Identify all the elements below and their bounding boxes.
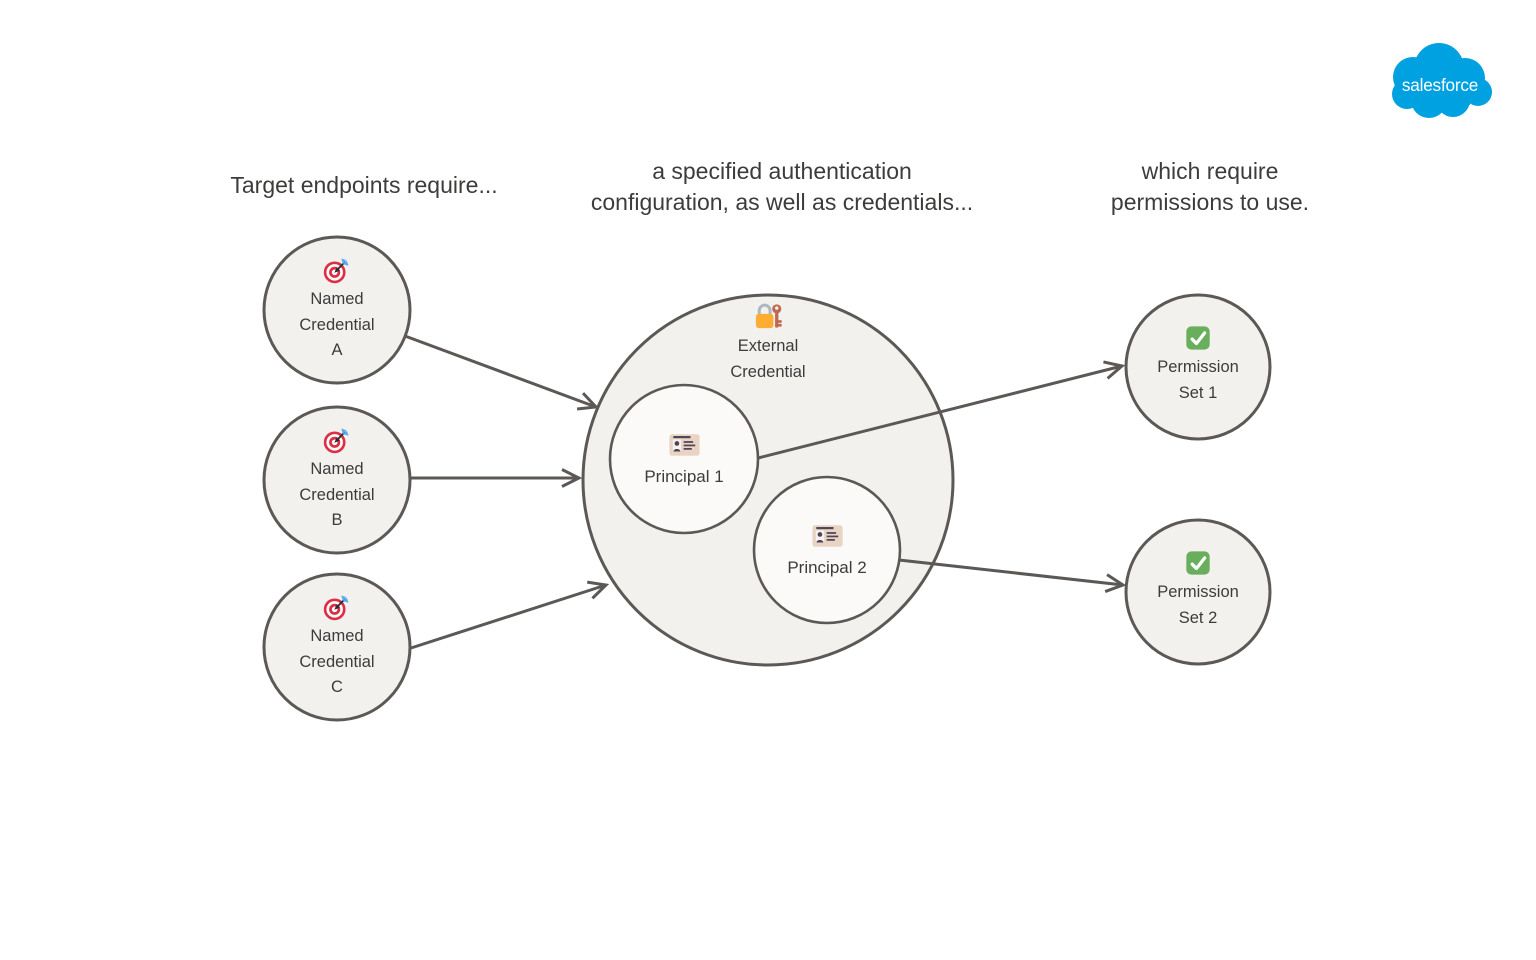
id-card-icon <box>669 432 700 458</box>
node-principal-1: Principal 1 <box>609 432 759 490</box>
permission-set-1-circle <box>1124 293 1272 441</box>
principal-1-circle <box>608 383 760 535</box>
header-target-endpoints: Target endpoints require... <box>230 172 498 198</box>
node-label: Permission Set 2 <box>1157 583 1239 627</box>
arrow-principal-2-to-permission-set-2 <box>898 558 1123 585</box>
node-permission-set-1: Permission Set 1 <box>1123 324 1273 406</box>
salesforce-logo: salesforce <box>1388 37 1492 128</box>
named-credential-a-circle <box>262 235 412 385</box>
node-named-credential-b: Named Credential B <box>262 426 412 534</box>
node-label: Principal 2 <box>787 558 867 577</box>
node-label: Named Credential B <box>299 460 375 529</box>
node-named-credential-c: Named Credential C <box>262 593 412 701</box>
salesforce-logo-text: salesforce <box>1402 75 1478 95</box>
id-card-icon <box>812 523 843 549</box>
arrow-named-credential-a-to-external-credential <box>404 334 596 407</box>
header-permissions: which require permissions to use. <box>1110 158 1310 215</box>
target-icon <box>323 426 351 454</box>
node-named-credential-a: Named Credential A <box>262 256 412 364</box>
named-credential-b-circle <box>262 405 412 555</box>
node-label: Principal 1 <box>644 467 724 486</box>
node-label: External Credential <box>730 337 806 381</box>
node-label: Permission Set 1 <box>1157 358 1239 402</box>
named-credential-c-circle <box>262 572 412 722</box>
node-principal-2: Principal 2 <box>752 523 902 581</box>
arrow-named-credential-c-to-external-credential <box>410 585 606 650</box>
node-external-credential: External Credential <box>693 301 843 385</box>
arrow-principal-1-to-permission-set-1 <box>757 366 1122 460</box>
header-auth-configuration: a specified authentication configuration… <box>590 158 974 215</box>
node-label: Named Credential C <box>299 627 375 696</box>
target-icon <box>323 593 351 621</box>
target-icon <box>323 256 351 284</box>
node-label: Named Credential A <box>299 290 375 359</box>
check-mark-icon <box>1184 549 1212 577</box>
principal-2-circle <box>752 475 902 625</box>
node-permission-set-2: Permission Set 2 <box>1123 549 1273 631</box>
salesforce-cloud-icon: salesforce <box>1392 43 1492 118</box>
locked-with-key-icon <box>753 301 783 331</box>
check-mark-icon <box>1184 324 1212 352</box>
